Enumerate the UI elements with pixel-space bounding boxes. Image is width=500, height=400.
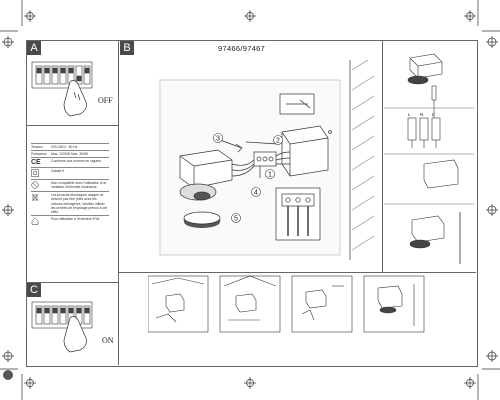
panel-b-tag: B [120, 41, 134, 55]
spec-row: Puissance Max. 1200W Max. 300W [31, 150, 109, 157]
callout-4: 4 [254, 190, 258, 197]
registration-crosshair-icon [2, 204, 14, 216]
callout-5: 5 [234, 216, 238, 223]
spec-row: Classe II [31, 167, 109, 179]
breaker-switch-icon [31, 301, 93, 329]
registration-crosshair-icon [244, 377, 256, 389]
spec-table: Tension 220-240V~ 50 Hz Puissance Max. 120… [31, 143, 109, 227]
mounting-positions-strip [148, 275, 425, 333]
spec-value: 220-240V~ 50 Hz [51, 145, 78, 149]
callout-2: 2 [276, 138, 280, 145]
registration-crosshair-icon [486, 36, 498, 48]
hand-pointer-icon [63, 316, 87, 353]
wiring-label-n: N [420, 112, 423, 117]
wiring-label-l: L [408, 112, 411, 117]
registration-crosshair-icon [24, 377, 36, 389]
spec-key: Puissance [31, 152, 47, 157]
spec-value: Pour utilisation à l'extérieur IP44 [51, 216, 100, 221]
registration-crosshair-icon [244, 10, 256, 22]
panel-a-tag: A [27, 41, 41, 55]
spec-row: Non compatible avec l'utilisation d'un v… [31, 179, 109, 191]
ce-mark-icon: CE [31, 159, 41, 167]
registration-crosshair-icon [24, 10, 36, 22]
spec-row: Pour utilisation à l'extérieur IP44 [31, 214, 109, 227]
callout-1: 1 [268, 172, 272, 179]
callout-3: 3 [216, 136, 220, 143]
mounting-sketch-1 [148, 275, 209, 333]
house-icon [31, 217, 51, 226]
mounting-sketch-3 [291, 275, 353, 333]
registration-crosshair-icon [2, 350, 14, 362]
spec-row: Les produits électriques usagés ne doive… [31, 191, 109, 214]
spec-row: Tension 220-240V~ 50 Hz [31, 143, 109, 150]
on-label: ON [102, 336, 114, 345]
class-ii-icon [31, 169, 51, 178]
mounting-sketch-4 [363, 275, 425, 333]
spec-value: Max. 1200W Max. 300W [51, 152, 89, 157]
breaker-panel-on [31, 301, 93, 353]
page-frame [26, 40, 478, 367]
right-column-illustrations: L N L' [384, 53, 474, 264]
mounting-sketch-2 [219, 275, 281, 333]
hand-pointer-icon [63, 80, 87, 117]
panel-a-divider [26, 125, 118, 126]
right-column-divider [382, 40, 383, 272]
installation-diagram: 3 2 1 4 5 [159, 60, 376, 260]
registration-crosshair-icon [464, 377, 476, 389]
spec-value: Classe II [51, 169, 65, 174]
registration-crosshair-icon [486, 350, 498, 362]
registration-crosshair-icon [464, 10, 476, 22]
spec-row: CE Conforme aux normes en vigueur [31, 157, 109, 167]
bottom-strip-divider [118, 272, 476, 273]
spec-value: Les produits électriques usagés ne doive… [51, 193, 107, 214]
registration-crosshair-icon [486, 204, 498, 216]
weee-bin-icon [31, 193, 51, 213]
panel-c-tag: C [27, 283, 41, 297]
off-label: OFF [98, 96, 113, 105]
model-title: 97466/97467 [218, 44, 266, 53]
registration-crosshair-icon [2, 36, 14, 48]
spec-value: Conforme aux normes en vigueur [51, 159, 102, 164]
wiring-label-l-prime: L' [432, 112, 436, 117]
breaker-panel-off [31, 61, 93, 117]
spec-value: Non compatible avec l'utilisation d'un v… [51, 181, 107, 190]
spec-key: Tension [31, 145, 43, 149]
dimmer-prohibited-icon [31, 181, 51, 190]
breaker-switch-icon [31, 61, 93, 89]
column-divider [118, 40, 119, 365]
panel-c-divider [26, 282, 118, 283]
screwdriver-icon [431, 85, 437, 118]
